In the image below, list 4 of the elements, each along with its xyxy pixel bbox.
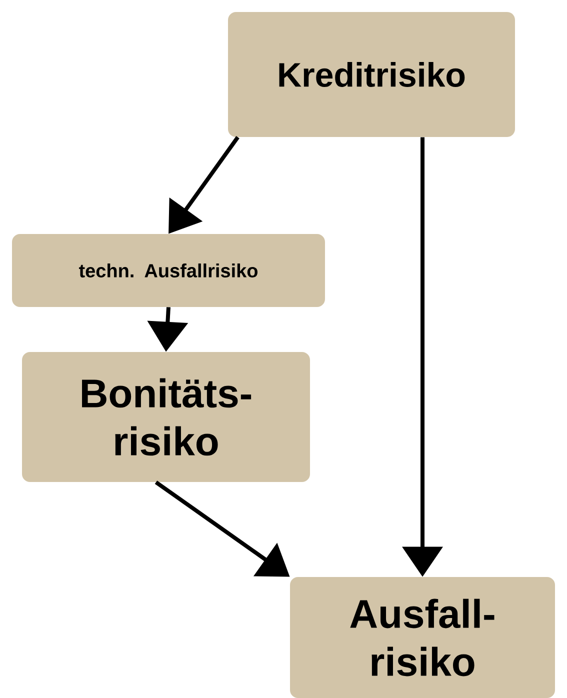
process-box: Ausfall- risiko [290,577,555,698]
process-box: Kreditrisiko [228,12,515,137]
process-box: Bonitäts- risiko [22,352,310,482]
process-box: techn. Ausfallrisiko [12,234,325,307]
